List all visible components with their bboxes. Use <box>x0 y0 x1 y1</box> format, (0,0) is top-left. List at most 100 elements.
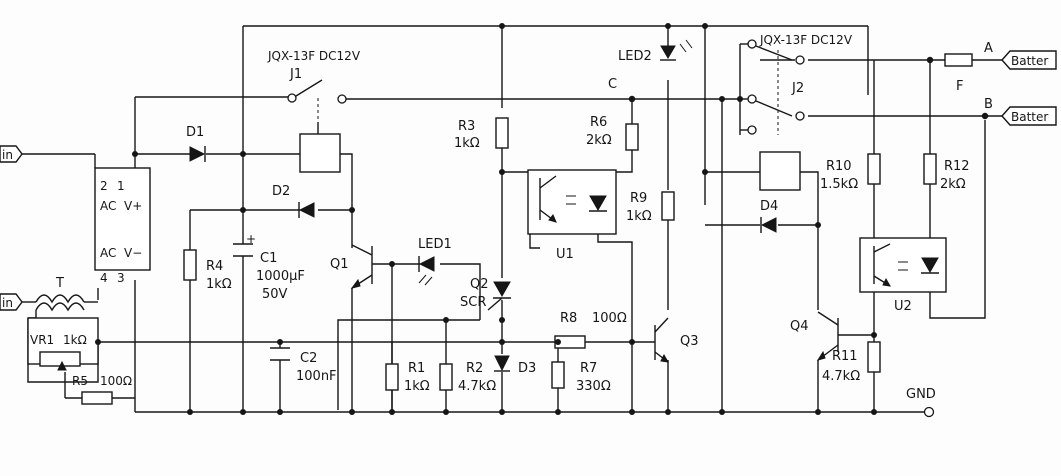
d3-diode <box>494 355 510 372</box>
d4-diode <box>760 217 777 233</box>
r6-resistor <box>625 123 639 151</box>
r10-resistor <box>867 153 881 185</box>
junction-dots <box>95 23 877 415</box>
j1-contact-no <box>337 94 347 104</box>
label-d4: D4 <box>760 199 778 214</box>
svg-text:in: in <box>2 296 13 310</box>
label-j2: J2 <box>791 81 804 96</box>
rect-pin1: 1 <box>117 179 125 193</box>
label-q3: Q3 <box>680 334 699 349</box>
d1-diode <box>189 146 206 162</box>
label-r8: R8 <box>560 311 577 326</box>
node-c <box>628 95 636 103</box>
label-r3: R3 <box>458 119 475 134</box>
j2-relay-coil <box>759 151 801 191</box>
j1-switch-blade <box>295 79 323 97</box>
label-d1: D1 <box>186 125 204 140</box>
label-r5-val: 100Ω <box>100 374 132 388</box>
ac-input-tag-1: in <box>0 145 23 163</box>
svg-text:Batter: Batter <box>1011 110 1048 124</box>
label-r12-val: 2kΩ <box>940 177 966 192</box>
u2-optocoupler <box>859 237 947 293</box>
label-fuse: F <box>956 79 963 94</box>
j1-relay-coil <box>299 133 341 173</box>
rect-ac-bot: AC <box>100 246 116 260</box>
label-r5: R5 <box>72 374 88 388</box>
label-t: T <box>55 276 64 291</box>
label-r6: R6 <box>590 115 607 130</box>
label-c2-val: 100nF <box>296 369 337 384</box>
q4-transistor <box>816 318 839 361</box>
label-c2: C2 <box>300 351 317 366</box>
svg-text:in: in <box>2 148 13 162</box>
r11-resistor <box>867 341 881 373</box>
label-r9-val: 1kΩ <box>626 209 652 224</box>
label-r11: R11 <box>832 349 858 364</box>
label-r7: R7 <box>580 361 597 376</box>
label-r7-val: 330Ω <box>576 379 611 394</box>
label-relay2-model: JQX-13F DC12V <box>759 33 853 47</box>
label-r11-val: 4.7kΩ <box>822 369 860 384</box>
r9-resistor <box>661 191 675 221</box>
label-r1: R1 <box>408 361 425 376</box>
q1-transistor <box>350 246 373 289</box>
label-q4: Q4 <box>790 319 809 334</box>
q2-scr <box>487 281 511 311</box>
rect-vplus: V+ <box>124 199 142 213</box>
label-q1: Q1 <box>330 257 349 272</box>
c2-capacitor <box>270 347 290 361</box>
label-u2: U2 <box>894 299 912 314</box>
wiring <box>22 25 1002 413</box>
battery-terminal-a: Batter <box>1001 50 1057 70</box>
label-vr1: VR1 <box>30 333 54 347</box>
gnd-terminal <box>923 406 935 418</box>
label-c1-v: 50V <box>262 287 288 302</box>
label-d3: D3 <box>518 361 536 376</box>
c1-capacitor <box>233 243 253 257</box>
label-c1: C1 <box>260 251 277 266</box>
d2-diode <box>298 202 315 218</box>
r12-resistor <box>923 153 937 185</box>
u1-optocoupler <box>527 169 617 235</box>
label-d2: D2 <box>272 184 290 199</box>
label-r3-val: 1kΩ <box>454 136 480 151</box>
label-r8-val: 100Ω <box>592 311 627 326</box>
label-r2-val: 4.7kΩ <box>458 379 496 394</box>
node-a-junction <box>926 56 934 64</box>
label-q2: Q2 <box>470 277 489 292</box>
r7-resistor <box>551 361 565 389</box>
rect-pin3: 3 <box>117 271 125 285</box>
label-r1-val: 1kΩ <box>404 379 430 394</box>
label-relay1-model: JQX-13F DC12V <box>267 49 361 63</box>
vr1-potentiometer <box>27 317 99 371</box>
r1-resistor <box>385 363 399 391</box>
rect-ac-top: AC <box>100 199 116 213</box>
r2-resistor <box>439 363 453 391</box>
j2-relay-contacts <box>747 39 805 135</box>
current-transformer <box>28 294 98 319</box>
node-b-junction <box>981 112 989 120</box>
label-r9: R9 <box>630 191 647 206</box>
r5-resistor <box>81 391 113 405</box>
fuse-f <box>944 53 973 67</box>
rect-pin2: 2 <box>100 179 108 193</box>
bridge-rectifier <box>94 167 151 271</box>
label-r6-val: 2kΩ <box>586 133 612 148</box>
led1 <box>418 256 435 286</box>
label-r2: R2 <box>466 361 483 376</box>
label-q2-type: SCR <box>460 295 486 310</box>
label-r10-val: 1.5kΩ <box>820 177 858 192</box>
label-j1: J1 <box>289 67 302 82</box>
label-led2: LED2 <box>618 49 652 64</box>
ac-input-tag-2: in <box>0 293 23 311</box>
rect-vminus: V− <box>124 246 142 260</box>
label-led1: LED1 <box>418 237 452 252</box>
j1-contact-common <box>287 93 297 103</box>
label-c1-val: 1000μF <box>256 269 305 284</box>
label-c-node: C <box>608 77 617 92</box>
label-u1: U1 <box>556 247 574 262</box>
q3-transistor <box>654 317 669 363</box>
label-c1-plus: + <box>246 232 256 246</box>
label-vr1-val: 1kΩ <box>63 333 87 347</box>
